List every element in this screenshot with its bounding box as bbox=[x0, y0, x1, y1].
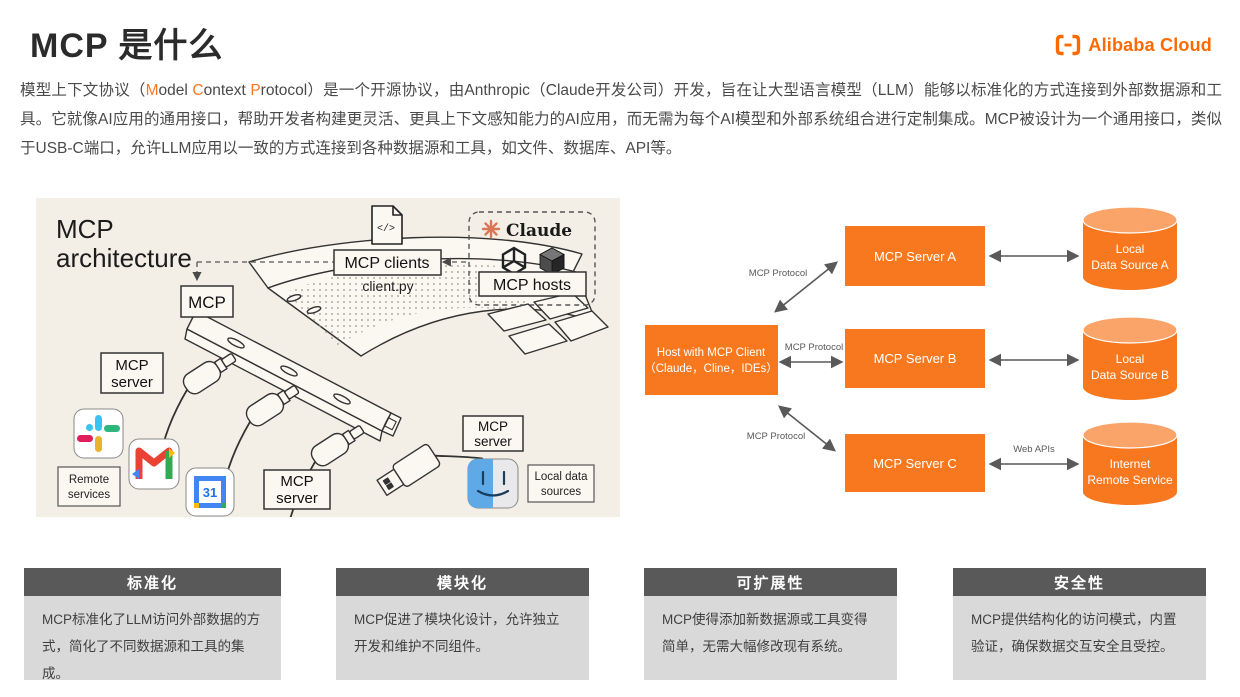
svg-text:services: services bbox=[68, 489, 110, 501]
svg-text:server: server bbox=[111, 374, 153, 391]
usb-cable-icons bbox=[157, 353, 365, 517]
svg-text:Remote Service: Remote Service bbox=[1087, 473, 1173, 487]
feature-card-body: MCP标准化了LLM访问外部数据的方式，简化了不同数据源和工具的集成。 bbox=[24, 596, 281, 681]
mcp-architecture-panel: MCP architecture bbox=[36, 198, 620, 517]
svg-text:Internet: Internet bbox=[1110, 457, 1151, 471]
mcp-label-box: MCP bbox=[180, 285, 234, 318]
usb-a-plug-icon bbox=[376, 443, 484, 497]
svg-text:Data Source A: Data Source A bbox=[1091, 258, 1168, 272]
svg-text:sources: sources bbox=[541, 486, 582, 498]
remote-services-box: Remote services bbox=[57, 466, 121, 507]
mcp-architecture-illustration: MCP architecture bbox=[56, 205, 609, 517]
code-glyph: </> bbox=[377, 223, 395, 235]
claude-wordmark: Claude bbox=[506, 221, 572, 241]
google-calendar-icon: 31 bbox=[185, 467, 235, 517]
mcp-server-box-2: MCP server bbox=[263, 469, 331, 510]
mcp-server-box-3: MCP server bbox=[462, 415, 524, 452]
svg-text:MCP: MCP bbox=[280, 473, 313, 490]
svg-text:MCP Server B: MCP Server B bbox=[874, 351, 957, 366]
claude-logo-icon bbox=[481, 219, 501, 239]
intro-paragraph: 模型上下文协议（Model Context Protocol）是一个开源协议，由… bbox=[20, 82, 1222, 157]
dashed-connectors bbox=[192, 257, 466, 282]
mcp-clients-box: MCP clients bbox=[333, 249, 442, 276]
client-py-label: client.py bbox=[362, 278, 413, 294]
mcp-server-c-box: MCP Server C bbox=[845, 434, 985, 492]
feature-card-standardization: 标准化 MCP标准化了LLM访问外部数据的方式，简化了不同数据源和工具的集成。 bbox=[24, 568, 281, 681]
local-data-sources-box: Local data sources bbox=[527, 464, 595, 503]
svg-text:MCP Server C: MCP Server C bbox=[873, 456, 957, 471]
feature-card-title: 可扩展性 bbox=[644, 568, 897, 596]
feature-card-body: MCP使得添加新数据源或工具变得简单，无需大幅修改现有系统。 bbox=[644, 596, 897, 680]
svg-text:31: 31 bbox=[203, 485, 217, 500]
local-data-source-b-cylinder: Local Data Source B bbox=[1082, 316, 1178, 400]
code-file-icon bbox=[371, 205, 403, 245]
svg-text:server: server bbox=[276, 490, 318, 507]
svg-text:MCP: MCP bbox=[188, 293, 226, 312]
mcp-server-b-box: MCP Server B bbox=[845, 329, 985, 388]
svg-text:Host with MCP Client: Host with MCP Client bbox=[657, 347, 766, 359]
cube-logo-icon bbox=[539, 247, 565, 276]
feature-card-security: 安全性 MCP提供结构化的访问模式，内置验证，确保数据交互安全且受控。 bbox=[953, 568, 1206, 680]
svg-text:MCP: MCP bbox=[478, 419, 508, 434]
slack-icon bbox=[73, 408, 124, 459]
mcp-hosts-group: Claude MCP hosts bbox=[468, 211, 596, 306]
feature-card-modularity: 模块化 MCP促进了模块化设计，允许独立开发和维护不同组件。 bbox=[336, 568, 589, 680]
svg-text:MCP Server A: MCP Server A bbox=[874, 249, 956, 264]
mcp-server-box-1: MCP server bbox=[100, 352, 164, 394]
arch-title-line1: MCP bbox=[56, 214, 114, 244]
mcp-protocol-label-3: MCP Protocol bbox=[747, 431, 805, 442]
finder-icon bbox=[467, 458, 519, 509]
host-box: Host with MCP Client （Claude，Cline，IDEs） bbox=[644, 325, 778, 395]
internet-remote-service-cylinder: Internet Remote Service bbox=[1082, 421, 1178, 505]
svg-text:Local: Local bbox=[1116, 242, 1145, 256]
flow-arrows bbox=[774, 249, 1080, 471]
arch-title-line2: architecture bbox=[56, 243, 192, 273]
feature-card-body: MCP促进了模块化设计，允许独立开发和维护不同组件。 bbox=[336, 596, 589, 680]
mcp-protocol-label-2: MCP Protocol bbox=[785, 342, 843, 353]
mcp-flow-diagram: MCP Protocol MCP Protocol MCP Protocol W… bbox=[644, 206, 1178, 505]
svg-text:MCP: MCP bbox=[115, 357, 148, 374]
mcp-hosts-box: MCP hosts bbox=[493, 277, 571, 294]
mcp-server-a-box: MCP Server A bbox=[845, 226, 985, 286]
svg-text:Local data: Local data bbox=[534, 471, 588, 483]
mcp-protocol-label-1: MCP Protocol bbox=[749, 268, 807, 279]
feature-card-title: 模块化 bbox=[336, 568, 589, 596]
feature-card-body: MCP提供结构化的访问模式，内置验证，确保数据交互安全且受控。 bbox=[953, 596, 1206, 680]
svg-text:server: server bbox=[474, 434, 512, 449]
page-title: MCP 是什么 bbox=[30, 27, 224, 65]
svg-text:Remote: Remote bbox=[69, 474, 109, 486]
web-apis-label: Web APIs bbox=[1013, 444, 1055, 455]
feature-card-title: 标准化 bbox=[24, 568, 281, 596]
local-data-source-a-cylinder: Local Data Source A bbox=[1082, 206, 1178, 290]
svg-text:MCP clients: MCP clients bbox=[344, 255, 429, 272]
alibaba-cloud-icon bbox=[1056, 34, 1081, 56]
feature-card-title: 安全性 bbox=[953, 568, 1206, 596]
svg-text:Local: Local bbox=[1116, 352, 1145, 366]
alibaba-cloud-label: Alibaba Cloud bbox=[1088, 34, 1212, 55]
svg-text:Data Source B: Data Source B bbox=[1091, 368, 1169, 382]
gmail-icon bbox=[128, 438, 180, 490]
svg-text:（Claude，Cline，IDEs）: （Claude，Cline，IDEs） bbox=[644, 362, 778, 375]
alibaba-cloud-logo: Alibaba Cloud bbox=[1054, 32, 1212, 58]
feature-card-extensibility: 可扩展性 MCP使得添加新数据源或工具变得简单，无需大幅修改现有系统。 bbox=[644, 568, 897, 680]
